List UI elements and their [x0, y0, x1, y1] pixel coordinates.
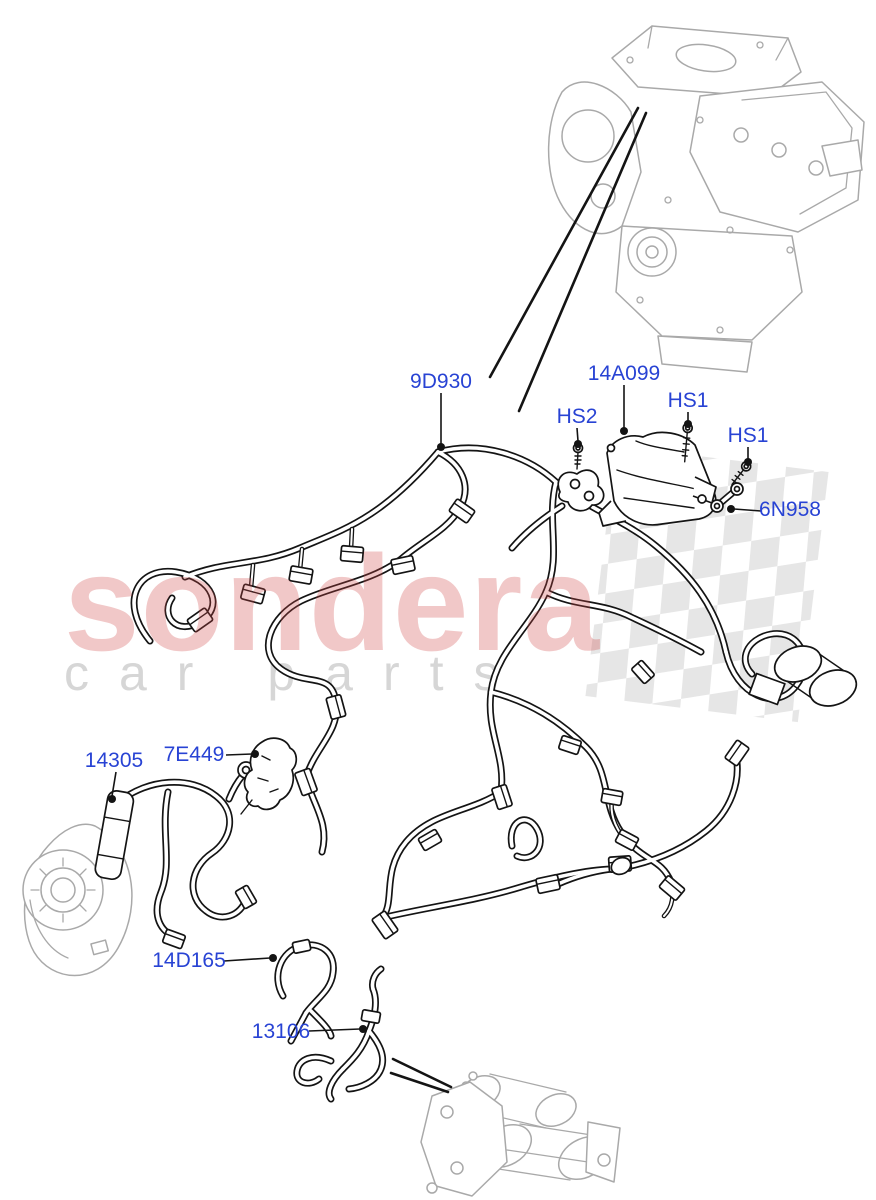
link-arm-part [710, 482, 744, 513]
engine-pointer-lines [488, 106, 648, 413]
leader-lines [108, 385, 762, 1033]
callout-13106[interactable]: 13106 [251, 1020, 311, 1043]
heat-shield-part [598, 431, 717, 527]
callout-7e449[interactable]: 7E449 [163, 743, 225, 766]
harness-connectors [161, 498, 750, 950]
callout-hs1-b[interactable]: HS1 [727, 424, 769, 447]
starter-motor-illustration [420, 1071, 621, 1197]
callout-14a099[interactable]: 14A099 [587, 362, 661, 385]
callout-9d930[interactable]: 9D930 [410, 370, 472, 393]
harness-bracket [557, 469, 605, 512]
callout-14d165[interactable]: 14D165 [152, 949, 226, 972]
tube-clamp [360, 1008, 382, 1025]
battery-terminal [94, 790, 135, 881]
callout-hs1-a[interactable]: HS1 [667, 389, 709, 412]
starter-pointer-lines [389, 1057, 453, 1094]
ring-terminal-hole [241, 765, 251, 775]
cable-end-connector [610, 856, 632, 876]
callout-14305[interactable]: 14305 [84, 749, 144, 772]
callout-6n958[interactable]: 6N958 [759, 498, 821, 521]
tube-clamp [291, 938, 312, 955]
harness-grommet [748, 645, 858, 707]
bracket-7e449-part [240, 737, 298, 815]
watermark-brand: sondera [64, 527, 600, 679]
callout-hs2[interactable]: HS2 [556, 405, 598, 428]
engine-illustration [547, 25, 865, 373]
